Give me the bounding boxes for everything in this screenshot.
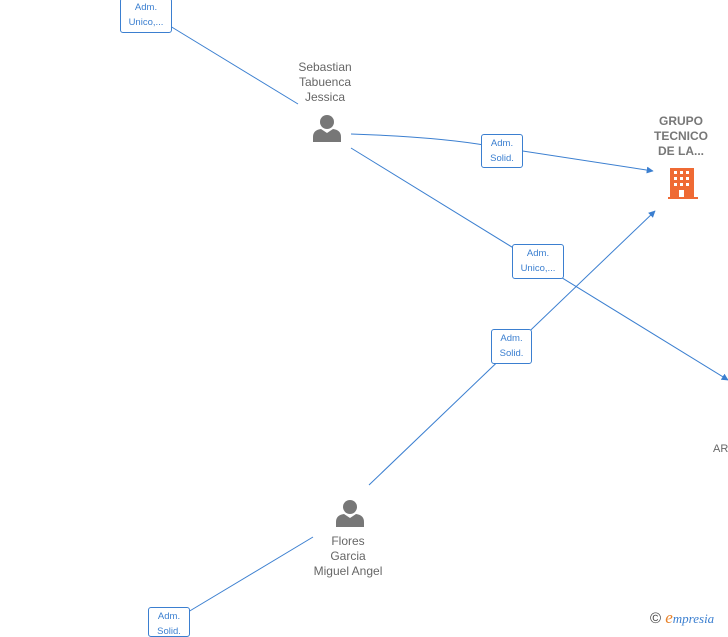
person-name-sebastian[interactable]: Sebastian Tabuenca Jessica: [298, 60, 352, 104]
edge-label-adm-unico-top[interactable]: Adm. Unico,...: [120, 0, 172, 33]
person-icon[interactable]: [336, 500, 364, 527]
building-icon[interactable]: [668, 168, 698, 199]
company-name-grupo[interactable]: GRUPO TECNICO DE LA...: [654, 114, 708, 158]
person-icon[interactable]: [313, 115, 341, 142]
edge-line-flores-to-bottom: [187, 536, 314, 613]
offscreen-node-label[interactable]: AR: [713, 443, 728, 455]
edge-label-adm-solid-grupo[interactable]: Adm. Solid.: [481, 134, 523, 168]
person-name-flores[interactable]: Flores Garcia Miguel Angel: [313, 534, 383, 578]
copyright-icon: ©: [650, 610, 662, 627]
edge-label-adm-solid-flores[interactable]: Adm. Solid.: [491, 329, 532, 364]
edge-label-adm-solid-bottom[interactable]: Adm. Solid.: [148, 607, 190, 637]
edge-label-adm-unico-mid[interactable]: Adm. Unico,...: [512, 244, 564, 279]
edge-line-top-to-sebastian: [169, 25, 299, 105]
empresia-logo: © empresia: [650, 608, 715, 627]
